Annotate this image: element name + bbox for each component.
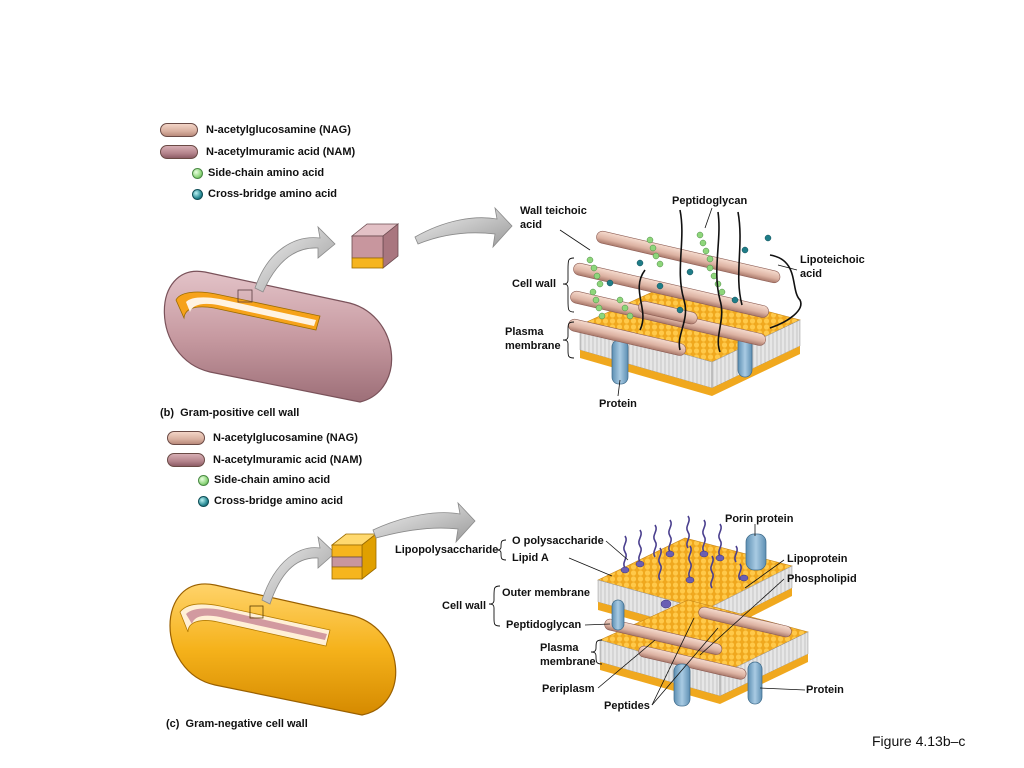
zoom-arrow-icon <box>261 535 336 605</box>
plasma-membrane-bracket-b <box>562 321 575 359</box>
gram-positive-wall-block-icon <box>350 223 400 269</box>
label-o-polysaccharide: O polysaccharide <box>512 535 604 547</box>
nam-cylinder-icon <box>167 453 205 467</box>
lps-bracket <box>495 539 507 561</box>
label-wall-teichoic-line1: Wall teichoic <box>520 205 587 217</box>
legend-item-side-chain: Side-chain amino acid <box>192 164 324 182</box>
cross-bridge-dot-icon <box>198 495 209 507</box>
legend-item-nam: N-acetylmuramic acid (NAM) <box>160 143 355 161</box>
label-outer-membrane: Outer membrane <box>502 587 591 599</box>
caption-letter: (c) <box>166 718 180 730</box>
legend-label: Side-chain amino acid <box>214 474 331 486</box>
zoom-arrow-icon <box>414 206 513 249</box>
label-protein-b: Protein <box>599 398 637 410</box>
plasma-membrane-bracket-c <box>590 639 603 665</box>
gram-positive-cell-icon <box>163 270 393 403</box>
legend-item-cross-bridge: Cross-bridge amino acid <box>198 492 343 510</box>
label-peptides: Peptides <box>604 700 650 712</box>
label-porin-protein: Porin protein <box>725 513 794 525</box>
legend-item-nag: N-acetylglucosamine (NAG) <box>167 429 358 447</box>
label-peptidoglycan: Peptidoglycan <box>672 195 748 207</box>
legend-label: Cross-bridge amino acid <box>208 188 337 200</box>
label-protein-c: Protein <box>806 684 844 696</box>
label-plasma-line1-c: Plasma <box>540 642 579 654</box>
legend-item-side-chain: Side-chain amino acid <box>198 471 330 489</box>
cell-wall-bracket-c <box>488 585 501 627</box>
label-lipid-a: Lipid A <box>512 552 549 564</box>
label-cell-wall-c: Cell wall <box>442 600 487 612</box>
figure-label: Figure 4.13b–c <box>872 733 966 749</box>
nam-cylinder-icon <box>160 145 198 159</box>
label-plasma-line1-b: Plasma <box>505 326 544 338</box>
caption-b: (b) Gram-positive cell wall <box>160 407 299 420</box>
caption-letter: (b) <box>160 407 175 419</box>
cross-bridge-dot-icon <box>192 188 203 200</box>
caption-text: Gram-negative cell wall <box>185 718 308 730</box>
nag-cylinder-icon <box>160 123 198 137</box>
legend-item-nag: N-acetylglucosamine (NAG) <box>160 121 351 139</box>
caption-text: Gram-positive cell wall <box>180 407 300 419</box>
legend-label: Cross-bridge amino acid <box>214 495 343 507</box>
label-lipoteichoic-line1: Lipoteichoic <box>800 254 865 266</box>
label-cell-wall-b: Cell wall <box>512 278 557 290</box>
legend-item-cross-bridge: Cross-bridge amino acid <box>192 185 337 203</box>
gram-negative-wall-detail-icon <box>597 515 809 707</box>
gram-negative-cell-icon <box>169 583 397 716</box>
zoom-arrow-icon <box>372 501 476 544</box>
gram-positive-wall-detail-icon <box>568 209 802 396</box>
label-plasma-line2-c: membrane <box>540 656 596 668</box>
legend-label: N-acetylglucosamine (NAG) <box>206 124 351 136</box>
label-peptidoglycan-c: Peptidoglycan <box>506 619 582 631</box>
side-chain-dot-icon <box>198 474 209 486</box>
label-wall-teichoic-line2: acid <box>520 219 543 231</box>
legend-label: N-acetylglucosamine (NAG) <box>213 432 358 444</box>
legend-label: N-acetylmuramic acid (NAM) <box>206 146 356 158</box>
legend-item-nam: N-acetylmuramic acid (NAM) <box>167 451 362 469</box>
nag-cylinder-icon <box>167 431 205 445</box>
label-phospholipid: Phospholipid <box>787 573 857 585</box>
label-lipoprotein: Lipoprotein <box>787 553 848 565</box>
leader-lines-c <box>568 524 806 706</box>
leader-lines-b <box>559 207 798 397</box>
legend-label: N-acetylmuramic acid (NAM) <box>213 454 363 466</box>
label-lipopolysaccharide: Lipopolysaccharide <box>395 544 499 556</box>
gram-negative-wall-block-icon <box>330 533 378 580</box>
label-periplasm: Periplasm <box>542 683 595 695</box>
label-plasma-line2-b: membrane <box>505 340 561 352</box>
legend-label: Side-chain amino acid <box>208 167 325 179</box>
label-lipoteichoic-line2: acid <box>800 268 823 280</box>
zoom-arrow-icon <box>254 225 336 293</box>
side-chain-dot-icon <box>192 167 203 179</box>
caption-c: (c) Gram-negative cell wall <box>166 718 308 731</box>
cell-wall-bracket-b <box>562 257 575 313</box>
